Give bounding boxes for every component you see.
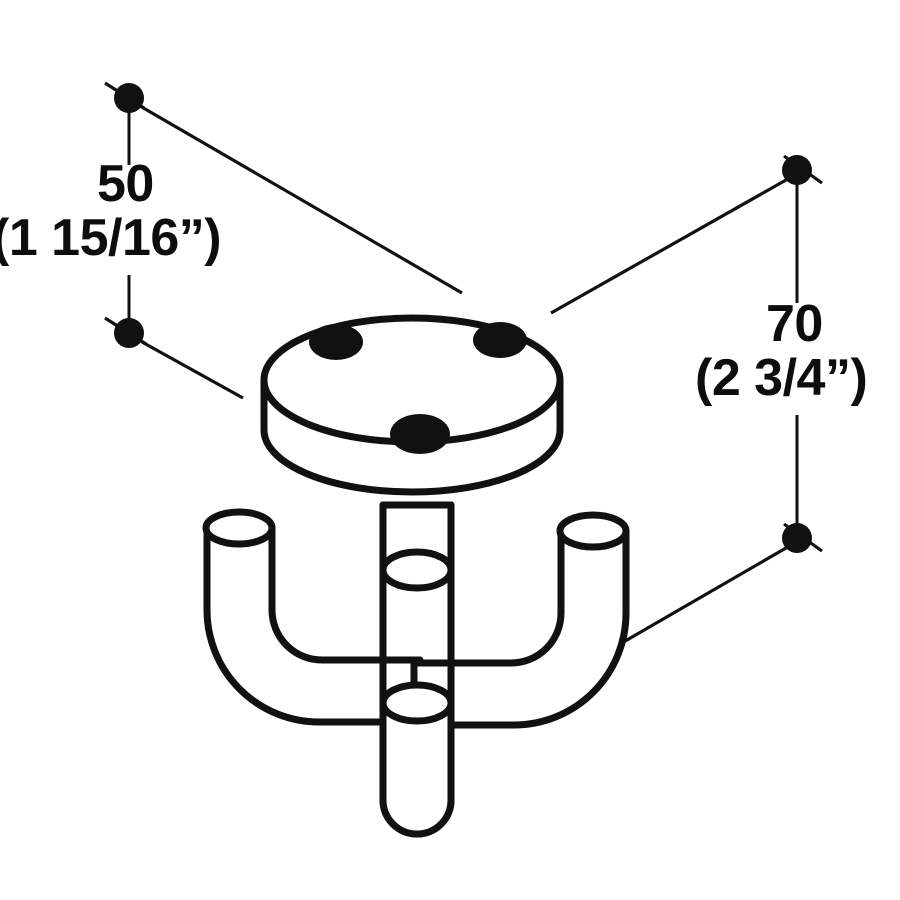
right-dimension-metric-label: 70 [766,295,823,353]
screw-hole-bottom [390,414,450,454]
right-dimension-imperial-label: (2 3/4”) [695,349,868,407]
right-arm-tube-opening [556,511,630,551]
center-prong-joint-ellipse [379,681,455,725]
right-hook-arm [410,527,630,729]
left-arm-tube-opening [202,508,276,548]
left-dimension-imperial-label: (1 15/16”) [0,209,222,267]
left-dimension-metric-label: 50 [97,155,154,213]
right-lower-dimension-dot [782,523,812,553]
right-upper-dimension-dot [782,155,812,185]
left-upper-dimension-dot [114,83,144,113]
screw-hole-right [473,322,527,358]
left-hook-arm [203,524,424,726]
left-lower-dimension-dot [114,318,144,348]
right-dimension-group [550,154,823,646]
left-lower-leader-line [141,340,244,400]
left-dimension-group [104,81,463,400]
center-prong-lower [379,696,455,838]
right-upper-leader-line [550,178,787,315]
center-prong-upper-ellipse [379,548,455,592]
right-lower-leader-line [619,546,787,646]
screw-hole-left [309,324,363,360]
left-upper-leader-line [139,104,463,295]
coat-hook-object [202,314,630,838]
